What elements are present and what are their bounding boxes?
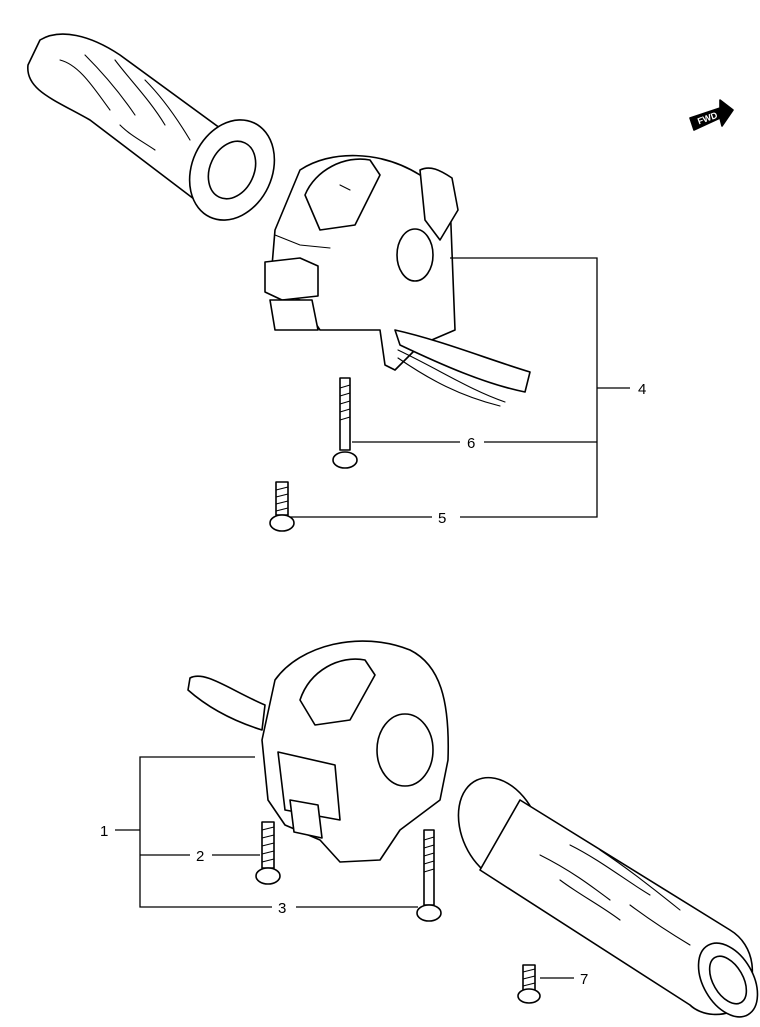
- callout-1: 1: [100, 823, 108, 840]
- callout-3: 3: [278, 900, 286, 917]
- forward-arrow-icon: FWD: [689, 99, 734, 131]
- screw-7: [517, 964, 541, 1004]
- right-handlebar-switch: [187, 640, 450, 863]
- callout-lines-top: [290, 257, 630, 518]
- callout-5: 5: [438, 510, 446, 527]
- left-grip: [27, 33, 276, 221]
- callout-2: 2: [196, 848, 204, 865]
- screw-2: [255, 821, 281, 885]
- left-handlebar-switch: [264, 154, 531, 407]
- right-grip: [457, 776, 759, 1018]
- callout-7: 7: [580, 971, 588, 988]
- callout-4: 4: [638, 381, 646, 398]
- callout-lines-bottom: [115, 756, 574, 979]
- screw-3: [416, 829, 442, 922]
- screw-6: [332, 377, 358, 469]
- screw-5: [269, 481, 295, 532]
- callout-6: 6: [467, 435, 475, 452]
